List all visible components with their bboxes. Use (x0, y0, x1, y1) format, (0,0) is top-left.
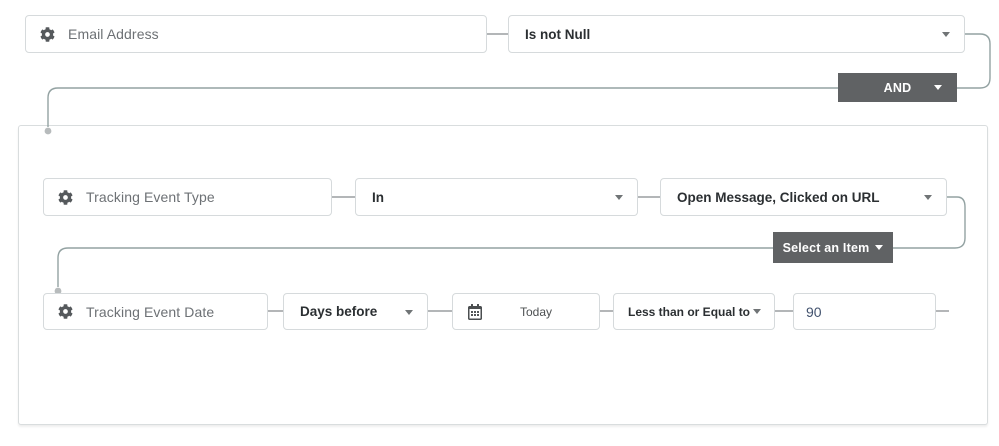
field-label: Email Address (68, 26, 159, 42)
operator-dropdown[interactable]: Is not Null (508, 15, 965, 53)
operator-dropdown[interactable]: In (355, 178, 638, 216)
operator-value: In (372, 189, 384, 205)
caret-down-icon (405, 309, 413, 315)
date-picker[interactable]: Today (452, 293, 600, 330)
select-an-item-label: Select an Item (782, 240, 870, 255)
comparator-dropdown[interactable]: Less than or Equal to (613, 293, 775, 330)
operator-value: Is not Null (525, 26, 591, 42)
condition-group-container (18, 125, 988, 425)
number-of-days-input[interactable] (793, 293, 936, 330)
selected-value: Open Message, Clicked on URL (677, 189, 880, 205)
operator-value: Days before (300, 304, 378, 319)
field-selector-email-address[interactable]: Email Address (25, 15, 487, 53)
gear-icon (58, 304, 73, 319)
caret-down-icon (615, 195, 623, 200)
logic-operator-label: AND (883, 80, 912, 95)
value-dropdown[interactable]: Open Message, Clicked on URL (660, 178, 947, 216)
caret-down-icon (753, 308, 762, 314)
field-label: Tracking Event Date (86, 303, 215, 320)
date-operator-dropdown[interactable]: Days before (283, 293, 428, 330)
comparator-value: Less than or Equal to (628, 304, 751, 319)
caret-down-icon (942, 32, 950, 37)
select-an-item-button[interactable]: Select an Item (773, 232, 893, 263)
caret-down-icon (924, 195, 932, 200)
gear-icon (58, 190, 73, 205)
caret-down-icon (934, 85, 942, 90)
date-value: Today (519, 304, 553, 319)
caret-down-icon (875, 245, 884, 250)
field-selector-tracking-event-type[interactable]: Tracking Event Type (43, 178, 332, 216)
field-selector-tracking-event-date[interactable]: Tracking Event Date (43, 293, 268, 330)
calendar-icon (467, 304, 483, 320)
logic-operator-button[interactable]: AND (838, 73, 957, 102)
field-label: Tracking Event Type (86, 189, 215, 205)
gear-icon (40, 27, 55, 42)
